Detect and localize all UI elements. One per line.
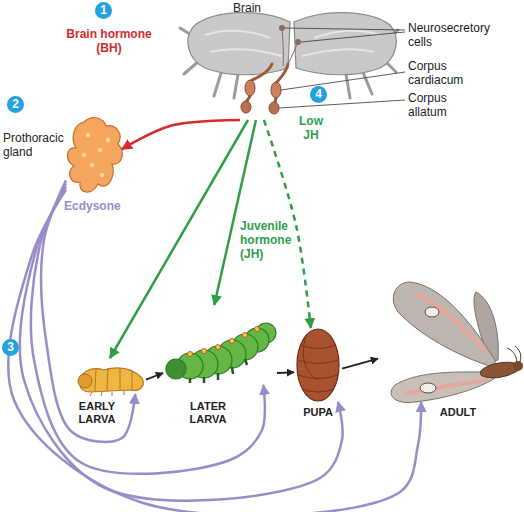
node-label: LATER LARVA [177, 400, 239, 425]
edge-label: Low JH [296, 115, 326, 143]
callout-number: 1 [95, 2, 112, 19]
larva-spot [255, 327, 260, 332]
larva-spot [230, 339, 235, 344]
brain-lobe [188, 13, 290, 75]
edge-label: Brain hormone (BH) [66, 28, 152, 56]
larva-spot [188, 352, 193, 357]
node-label: PUPA [292, 406, 344, 419]
hormone-arrow [31, 184, 265, 474]
gland-dot [100, 173, 104, 177]
hormone-arrow [122, 120, 240, 149]
corpus-cardiacum [245, 80, 255, 96]
larva-head [166, 359, 186, 379]
moth-wing [393, 282, 495, 368]
node-label: Ecdysone [64, 200, 130, 214]
illustration-node: ADULT [378, 278, 522, 402]
pupa-segment [298, 336, 338, 392]
callout-number: 2 [7, 96, 24, 113]
adult-moth-drawing [391, 282, 523, 403]
larva-spot [243, 333, 248, 338]
part-label: Corpus cardiacum [408, 60, 478, 88]
gland-body [67, 118, 122, 192]
callout-number: 4 [310, 86, 327, 103]
node-label: Brain [227, 2, 267, 16]
gland-dot [86, 133, 90, 137]
gland-dot [90, 163, 94, 167]
node-label: EARLY LARVA [74, 400, 120, 425]
corpus-cardiacum [271, 82, 281, 98]
gland-dot [98, 148, 102, 152]
neurosecretory-cell [295, 39, 301, 45]
brain-fold [205, 31, 380, 56]
stage-arrow [277, 371, 294, 373]
hormone-arrow [20, 187, 343, 501]
gland-dot [82, 153, 86, 157]
moth-antenna [507, 346, 521, 362]
eye-spot [425, 307, 439, 317]
wing-band [404, 294, 488, 394]
part-label: Neurosecretory cells [408, 22, 498, 50]
node-label: ADULT [433, 406, 483, 419]
stage-arrow [146, 373, 163, 380]
hormone-arrow [214, 120, 256, 305]
corpus-allatum [269, 102, 279, 114]
illustration-node: PUPA [294, 328, 342, 402]
leader-line [279, 28, 405, 108]
larva-leg [190, 359, 247, 383]
brain-lobe [294, 13, 396, 75]
illustration-node: Brain [185, 15, 395, 120]
hormone-arrow [110, 120, 248, 358]
hormone-arrow [8, 190, 421, 512]
eye-spot [420, 383, 436, 393]
illustration-node: EARLY LARVA [74, 358, 146, 394]
moth-head [513, 361, 523, 371]
gland-dot [106, 138, 110, 142]
axon [282, 28, 298, 66]
pupa-body [297, 329, 339, 401]
prothoracic-gland-drawing [67, 118, 122, 192]
brain-drawing [180, 13, 405, 114]
hormone-arrow [41, 180, 135, 441]
larva-segment [90, 368, 132, 396]
edge-label: Juvenile hormone (JH) [240, 220, 298, 261]
early-larva-drawing [78, 368, 143, 396]
callout-number: 3 [2, 339, 19, 356]
larva-spot [202, 349, 207, 354]
pupa-drawing [297, 329, 339, 401]
neurosecretory-cell [279, 25, 285, 31]
larva-spot [216, 345, 221, 350]
node-label: Prothoracic gland [3, 132, 77, 160]
larva-head [78, 374, 92, 388]
illustration-node: Prothoracic glandEcdysone [66, 118, 122, 196]
illustration-node: LATER LARVA [163, 305, 277, 385]
part-label: Corpus allatum [408, 92, 478, 120]
later-larva-drawing [166, 323, 276, 383]
corpus-allatum [241, 101, 251, 113]
stage-arrow [342, 359, 378, 369]
